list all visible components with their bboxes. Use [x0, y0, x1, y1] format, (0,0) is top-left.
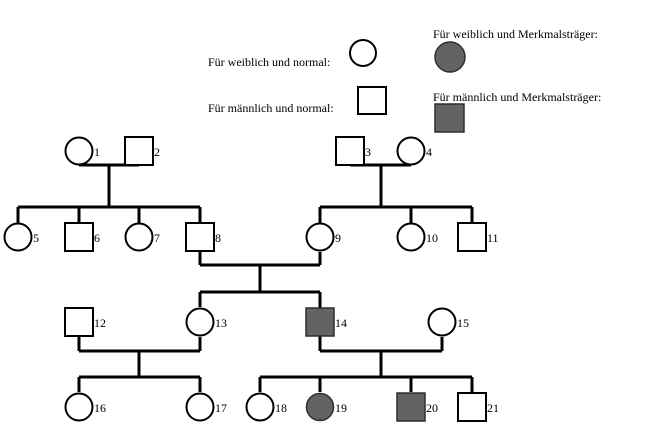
- individual-12: 12: [64, 307, 106, 337]
- individual-1: 1: [64, 136, 100, 166]
- legend-female-normal-label: Für weiblich und normal:: [208, 55, 330, 69]
- male-symbol-3: [335, 136, 365, 166]
- individual-14: 14: [305, 307, 347, 337]
- individual-label-6: 6: [94, 231, 100, 245]
- individual-label-19: 19: [335, 401, 347, 415]
- individual-label-16: 16: [94, 401, 106, 415]
- female-symbol-9: [305, 222, 335, 252]
- individual-2: 2: [124, 136, 160, 166]
- individual-18: 18: [245, 392, 287, 422]
- individual-label-1: 1: [94, 145, 100, 159]
- individual-label-17: 17: [215, 401, 227, 415]
- individual-7: 7: [124, 222, 160, 252]
- male-symbol-8: [185, 222, 215, 252]
- male-symbol-12: [64, 307, 94, 337]
- pedigree-lines: [16, 163, 474, 392]
- legend-male-normal-symbol: [357, 86, 387, 115]
- individual-9: 9: [305, 222, 341, 252]
- individual-16: 16: [64, 392, 106, 422]
- male-symbol-2: [124, 136, 154, 166]
- female-symbol-16: [64, 392, 94, 422]
- individual-4: 4: [396, 136, 432, 166]
- individual-20: 20: [396, 392, 438, 422]
- female-symbol-18: [245, 392, 275, 422]
- individual-label-2: 2: [154, 145, 160, 159]
- male-symbol-11: [457, 222, 487, 252]
- individual-label-12: 12: [94, 316, 106, 330]
- individual-6: 6: [64, 222, 100, 252]
- individual-label-11: 11: [487, 231, 499, 245]
- legend: Für weiblich und normal: Für männlich un…: [208, 27, 601, 133]
- individual-label-9: 9: [335, 231, 341, 245]
- male-symbol-21: [457, 392, 487, 422]
- female-symbol-10: [396, 222, 426, 252]
- individual-label-21: 21: [487, 401, 499, 415]
- legend-male-affected-label: Für männlich und Merkmalsträger:: [433, 90, 601, 104]
- individual-label-7: 7: [154, 231, 160, 245]
- individual-13: 13: [185, 307, 227, 337]
- individual-19: 19: [305, 392, 347, 422]
- individual-11: 11: [457, 222, 499, 252]
- female-symbol-17: [185, 392, 215, 422]
- legend-female-affected-symbol: [434, 41, 466, 73]
- individual-5: 5: [3, 222, 39, 252]
- legend-male-affected-symbol: [434, 103, 465, 133]
- female-symbol-7: [124, 222, 154, 252]
- female-symbol-1: [64, 136, 94, 166]
- individual-label-15: 15: [457, 316, 469, 330]
- individual-label-18: 18: [275, 401, 287, 415]
- individual-label-3: 3: [365, 145, 371, 159]
- legend-female-normal-symbol: [349, 39, 377, 67]
- individual-label-8: 8: [215, 231, 221, 245]
- legend-male-normal-label: Für männlich und normal:: [208, 101, 334, 115]
- male-symbol-20: [396, 392, 426, 422]
- male-symbol-14: [305, 307, 335, 337]
- individual-21: 21: [457, 392, 499, 422]
- individual-15: 15: [427, 307, 469, 337]
- individual-label-4: 4: [426, 145, 432, 159]
- individual-3: 3: [335, 136, 371, 166]
- individual-17: 17: [185, 392, 227, 422]
- female-symbol-13: [185, 307, 215, 337]
- individual-label-20: 20: [426, 401, 438, 415]
- individual-10: 10: [396, 222, 438, 252]
- female-symbol-19: [305, 392, 335, 422]
- legend-female-affected-label: Für weiblich und Merkmalsträger:: [433, 27, 598, 41]
- female-symbol-4: [396, 136, 426, 166]
- individual-label-10: 10: [426, 231, 438, 245]
- male-symbol-6: [64, 222, 94, 252]
- individual-8: 8: [185, 222, 221, 252]
- female-symbol-15: [427, 307, 457, 337]
- individual-label-5: 5: [33, 231, 39, 245]
- individual-label-13: 13: [215, 316, 227, 330]
- individual-label-14: 14: [335, 316, 347, 330]
- female-symbol-5: [3, 222, 33, 252]
